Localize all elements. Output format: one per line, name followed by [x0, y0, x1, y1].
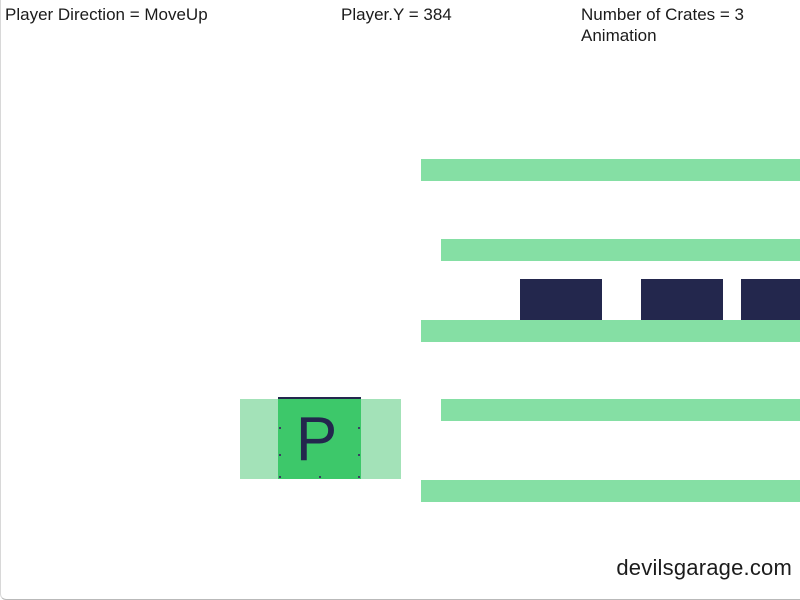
platform-3	[421, 320, 800, 342]
crate-1	[520, 279, 602, 320]
player-corner-marker-tl	[279, 427, 281, 429]
platform-1	[421, 159, 800, 181]
player-corner-marker-bc	[319, 476, 321, 478]
player-sprite[interactable]: P	[278, 397, 361, 479]
player-corner-marker-bl	[279, 476, 281, 478]
crate-2	[641, 279, 723, 320]
platform-5	[421, 480, 800, 502]
site-watermark: devilsgarage.com	[616, 555, 792, 580]
player-glyph-letter: P	[295, 405, 338, 474]
player-corner-marker-ml	[279, 454, 281, 456]
crate-3	[741, 279, 800, 320]
player-corner-marker-mr	[358, 454, 360, 456]
platform-2	[441, 239, 800, 261]
player-corner-marker-tr	[358, 427, 360, 429]
platform-4	[441, 399, 800, 421]
player-corner-marker-br	[358, 476, 360, 478]
